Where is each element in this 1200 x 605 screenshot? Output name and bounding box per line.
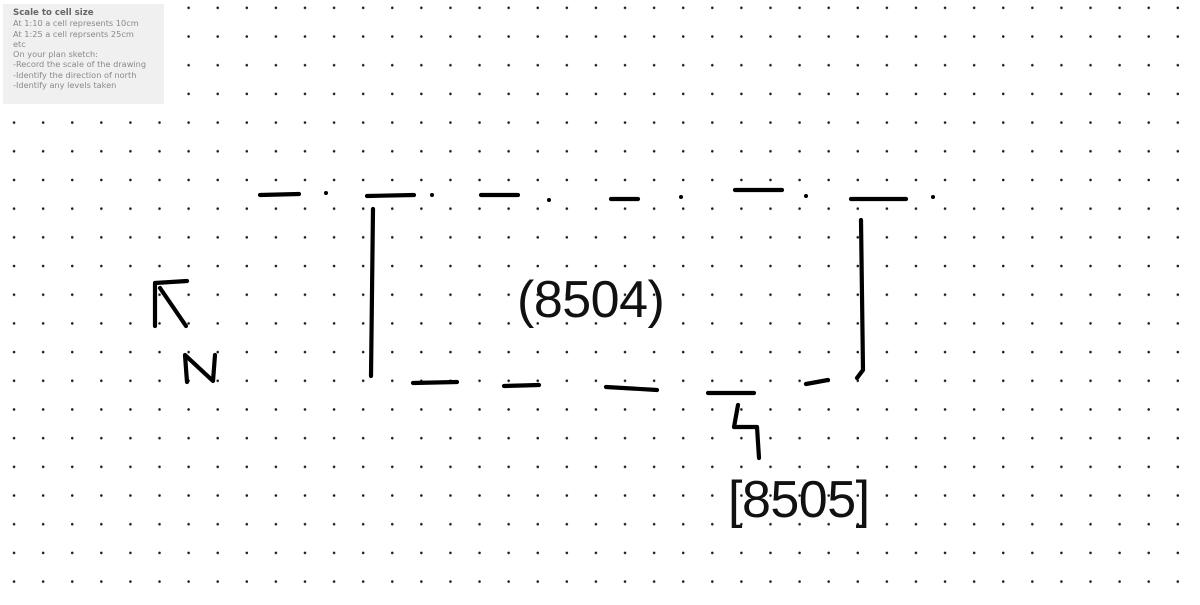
- instruction-line: -Identify the direction of north: [13, 69, 137, 80]
- instruction-line: On your plan sketch:: [13, 49, 98, 60]
- left-wall: [368, 206, 376, 379]
- adjacent-context-label: [8505]: [728, 471, 870, 529]
- bottom-wall-dashed: [410, 377, 831, 396]
- top-wall-dashed: [257, 187, 935, 202]
- instruction-line: -Record the scale of the drawing: [13, 59, 147, 70]
- instructions-panel: Scale to cell size At 1:10 a cell repres…: [3, 4, 164, 104]
- instruction-line: At 1:25 a cell reprsents 25cm: [13, 28, 134, 39]
- instruction-line: etc: [13, 38, 26, 49]
- instruction-line: At 1:10 a cell represents 10cm: [13, 18, 139, 29]
- instruction-line: -Identify any levels taken: [13, 80, 117, 91]
- north-letter-glyph: [182, 352, 218, 385]
- right-wall: [854, 217, 866, 381]
- leader-arrow: [731, 402, 762, 461]
- instructions-title: Scale to cell size: [13, 8, 94, 18]
- room-context-label: (8504): [517, 271, 665, 329]
- north-arrow-icon: [152, 278, 190, 329]
